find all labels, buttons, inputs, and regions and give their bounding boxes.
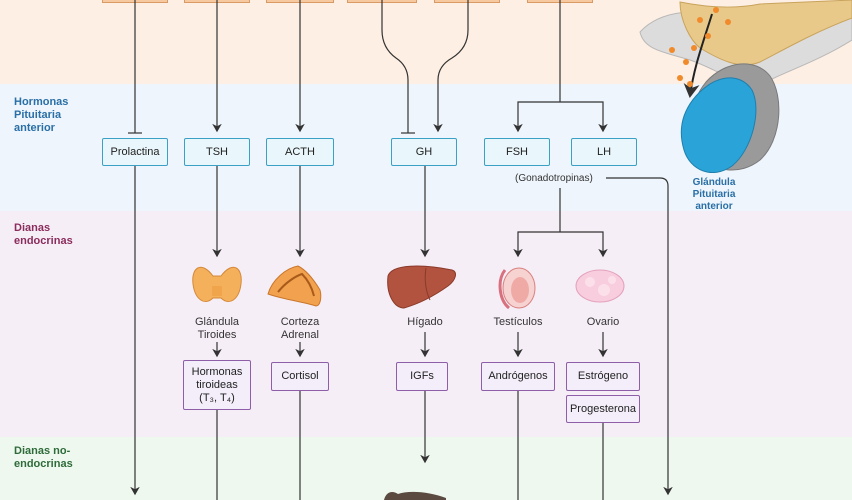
arrow-to-lh <box>560 101 608 133</box>
hormone-box-lh: LH <box>571 138 637 166</box>
organ-label-adrenal: Corteza Adrenal <box>280 316 320 341</box>
inhibit-line-gh <box>381 0 409 133</box>
ovary-icon <box>575 269 625 303</box>
hormone-box-acth: ACTH <box>266 138 334 166</box>
organ-label-testes: Testículos <box>493 316 543 328</box>
pituitary-gland-label: Glándula Pituitaria anterior <box>692 177 736 212</box>
arrow-to-ovary <box>560 231 608 258</box>
liver-icon <box>387 265 456 309</box>
arrow-lh-down <box>606 177 673 496</box>
organ-label-ovary: Ovario <box>586 316 620 328</box>
product-box-estrogen: Estrógeno <box>566 362 640 391</box>
hormone-box-gh: GH <box>391 138 457 166</box>
organ-label-thyroid: Glándula Tiroides <box>194 316 240 341</box>
product-box-cortisol: Cortisol <box>271 362 329 391</box>
arrow-to-testes <box>513 231 560 258</box>
body-silhouette-icon <box>384 491 446 500</box>
endocrine-targets-band <box>0 211 852 437</box>
hormone-box-fsh: FSH <box>484 138 550 166</box>
arrow-to-gh <box>433 0 469 133</box>
product-box-thyroid-hormones: Hormonas tiroideas (T₃, T₄) <box>183 360 251 410</box>
section-label-endocrine: Dianas endocrinas <box>14 222 73 247</box>
hormone-box-prolactin: Prolactina <box>102 138 168 166</box>
organ-label-liver: Hígado <box>407 316 443 328</box>
product-box-progesterone: Progesterona <box>566 395 640 423</box>
section-label-nonendocrine: Dianas no-endocrinas <box>14 445 73 470</box>
gonadotropins-note: (Gonadotropinas) <box>515 173 593 184</box>
hormone-box-tsh: TSH <box>184 138 250 166</box>
testis-icon <box>498 267 536 310</box>
thyroid-icon <box>192 266 242 302</box>
arrow-to-fsh <box>513 101 560 133</box>
pituitary-gland-illustration <box>639 0 852 174</box>
section-label-pituitary: Hormonas Pituitaria anterior <box>14 96 69 134</box>
product-box-igfs: IGFs <box>396 362 448 391</box>
adrenal-cortex-icon <box>267 265 322 307</box>
nonendocrine-targets-band <box>0 437 852 500</box>
hypothalamic-box-5 <box>434 0 500 3</box>
product-box-androgens: Andrógenos <box>481 362 555 391</box>
